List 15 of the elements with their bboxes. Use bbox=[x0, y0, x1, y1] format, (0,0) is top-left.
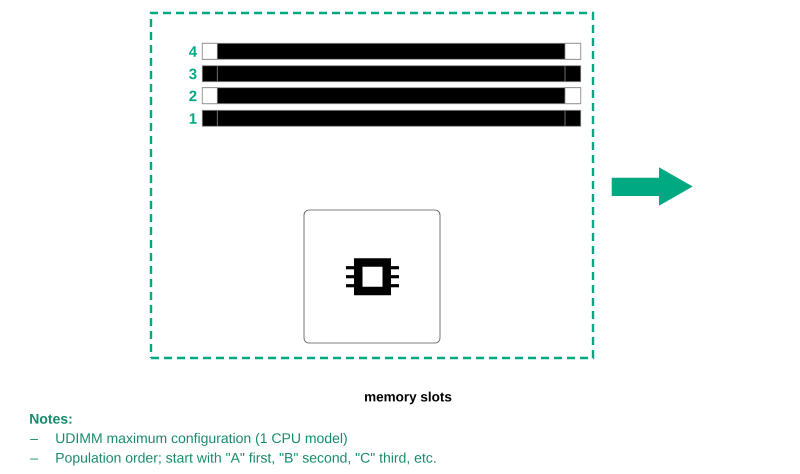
caption: memory slots bbox=[365, 392, 452, 404]
memory-slot bbox=[202, 42, 582, 60]
slot-number: 3 bbox=[189, 68, 197, 80]
slot-number: 1 bbox=[190, 113, 197, 124]
slot-number: 2 bbox=[189, 90, 196, 102]
memory-slot bbox=[202, 87, 582, 104]
memory-slot bbox=[202, 110, 582, 127]
note-text: Population order; start with "A" first, "B" second, "C" third, etc. bbox=[56, 452, 436, 466]
memory-slot bbox=[202, 65, 582, 82]
processor-socket bbox=[304, 210, 440, 344]
slot-number: 4 bbox=[188, 46, 198, 57]
note-text: UDIMM maximum configuration (1 CPU model) bbox=[56, 432, 347, 446]
list-dash: – bbox=[30, 439, 38, 440]
list-dash: – bbox=[30, 458, 38, 460]
notes-heading: Notes: bbox=[30, 414, 72, 424]
